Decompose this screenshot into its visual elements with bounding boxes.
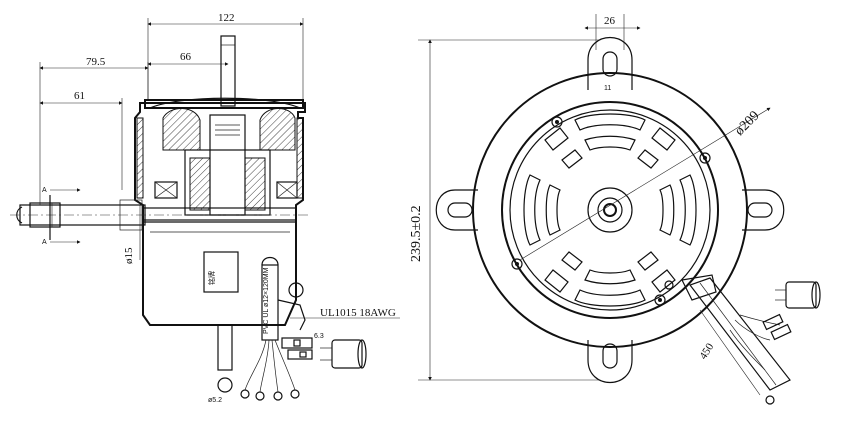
hub-middle (597, 197, 623, 223)
nameplate-label: 铭牌 (207, 271, 216, 285)
dimension-d209: ø209 (519, 107, 771, 261)
section-marks: A A (42, 187, 81, 246)
dim-61-label: 61 (74, 90, 85, 102)
sleeve-label: PVC UL ø12×120MM (263, 267, 270, 334)
section-mark-bottom: A (42, 239, 47, 246)
dim-66-label: 66 (180, 51, 192, 63)
side-view: 122 79.5 66 61 (10, 12, 400, 404)
shaft-end (603, 203, 617, 217)
dim-450-label: 450 (697, 341, 716, 362)
section-mark-top: A (42, 187, 47, 194)
dimension-122: 122 (147, 12, 304, 100)
hub-outer (587, 187, 633, 233)
dim-239-5-label: 239.5±0.2 (409, 205, 424, 262)
ventilation-slots (523, 113, 697, 307)
end-cover-outline (501, 101, 719, 319)
top-shaft (220, 35, 236, 107)
dimension-26: 26 (584, 14, 641, 50)
dimension-66: 66 (147, 51, 229, 66)
cable-assembly: PVC UL ø12×120MM (240, 256, 367, 401)
dimension-d15: ø15 (123, 205, 141, 264)
dim-d209-label: ø209 (732, 108, 762, 138)
dim-d5-2-label: ø5.2 (208, 397, 222, 404)
dim-d15-label: ø15 (123, 247, 135, 264)
bottom-stub (217, 324, 233, 371)
output-shaft (10, 195, 310, 240)
dimension-61: 61 (39, 90, 123, 190)
cable-spec-label: UL1015 18AWG (320, 307, 396, 319)
mounting-plate-outline (472, 72, 748, 348)
mounting-hole (217, 377, 233, 393)
motor-housing (134, 97, 306, 326)
dim-6-3-label: 6.3 (314, 333, 324, 340)
front-view: 26 239.5±0.2 11 (409, 14, 821, 405)
nameplate (203, 251, 239, 293)
dim-11-label: 11 (604, 85, 611, 92)
dim-26-label: 26 (604, 15, 616, 27)
lead-wire: 450 (681, 274, 821, 405)
cover-screws (511, 116, 711, 306)
dim-79-5-label: 79.5 (86, 56, 106, 68)
dimension-79-5: 79.5 (39, 56, 149, 205)
dim-122-label: 122 (218, 12, 235, 24)
dimension-239-5: 239.5±0.2 (409, 39, 600, 381)
cable-spec-callout: UL1015 18AWG 6.3 (290, 307, 400, 340)
